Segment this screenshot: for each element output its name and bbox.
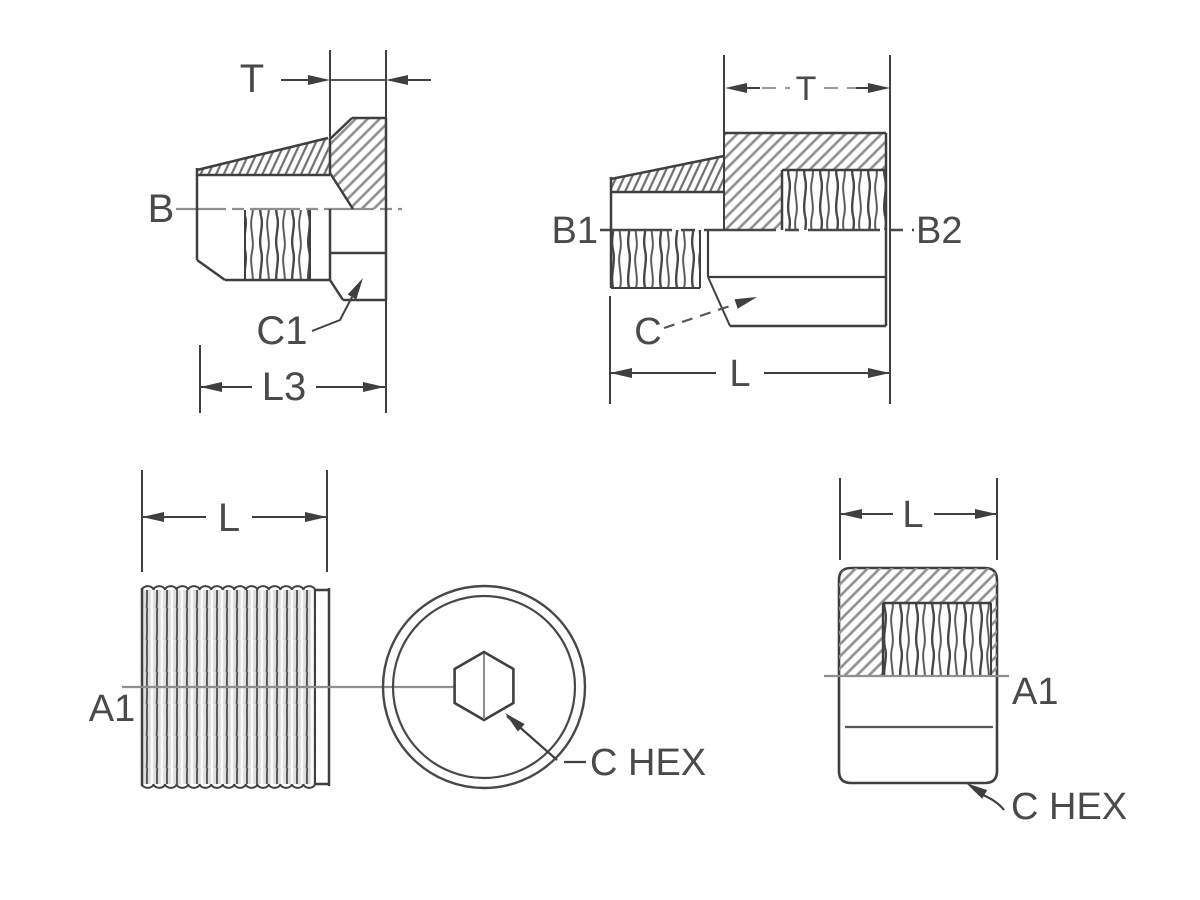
arrowhead <box>868 368 890 378</box>
male-thread-band <box>611 156 724 192</box>
arrowhead <box>142 512 164 522</box>
dim-L: L <box>141 470 328 572</box>
hex-label-c1: C1 <box>256 309 307 353</box>
view-end: C HEX <box>381 584 706 790</box>
hex-section-hatch <box>330 118 386 209</box>
view-plug-section: L A1 C HEX <box>824 478 1127 828</box>
label-chex-leader: C HEX <box>505 713 706 784</box>
arrowhead <box>200 382 222 392</box>
length-label-l: L <box>218 496 240 540</box>
dim-L: L <box>609 296 890 404</box>
dim-T: T <box>240 50 431 413</box>
internal-thread-texture <box>782 170 886 230</box>
arrowhead <box>975 509 997 519</box>
arrowhead <box>610 368 632 378</box>
port-label-b2: B2 <box>916 210 962 252</box>
port-label-b: B <box>148 187 175 231</box>
dim-label-t: T <box>796 70 817 108</box>
label-c1-leader: C1 <box>256 278 363 353</box>
thread-texture <box>245 210 310 280</box>
body-section-hatch <box>724 133 886 230</box>
arrowhead <box>966 783 988 799</box>
arrowhead <box>347 278 363 300</box>
length-label-l: L <box>902 494 923 536</box>
arrowhead <box>386 75 408 85</box>
arrowhead <box>725 83 747 93</box>
view-nipple-side: L A1 <box>89 470 510 789</box>
length-label-l: L <box>729 353 750 395</box>
arrowhead <box>734 297 757 309</box>
label-c-leader: C <box>634 297 757 353</box>
external-thread-texture <box>611 230 700 288</box>
inner-diameter-circle <box>391 594 577 780</box>
arrowhead <box>505 713 525 732</box>
dim-L: L <box>839 478 998 560</box>
arrowhead <box>305 512 327 522</box>
adapter-outline <box>609 131 888 328</box>
outer-diameter-circle <box>381 584 587 790</box>
hex-label-chex: C HEX <box>1011 786 1127 828</box>
dim-L3: L3 <box>199 345 385 413</box>
dim-label-t: T <box>240 57 264 101</box>
length-label-l3: L3 <box>262 365 307 409</box>
internal-thread-texture <box>883 603 991 676</box>
view-adapter-side: T B1 B2 C L <box>552 55 962 404</box>
dim-T: T <box>723 55 891 404</box>
port-label-b1: B1 <box>552 210 598 252</box>
arrowhead <box>308 75 330 85</box>
view-plug-side: T B C1 L3 <box>148 50 431 413</box>
hex-label-c: C <box>634 311 661 353</box>
hex-label-chex: C HEX <box>590 742 706 784</box>
male-thread-band <box>197 138 330 175</box>
arrowhead <box>363 382 385 392</box>
label-chex-leader: C HEX <box>966 783 1127 828</box>
arrowhead <box>868 83 890 93</box>
thread-label-a1: A1 <box>89 688 135 730</box>
arrowhead <box>840 509 862 519</box>
thread-label-a1: A1 <box>1012 671 1058 713</box>
